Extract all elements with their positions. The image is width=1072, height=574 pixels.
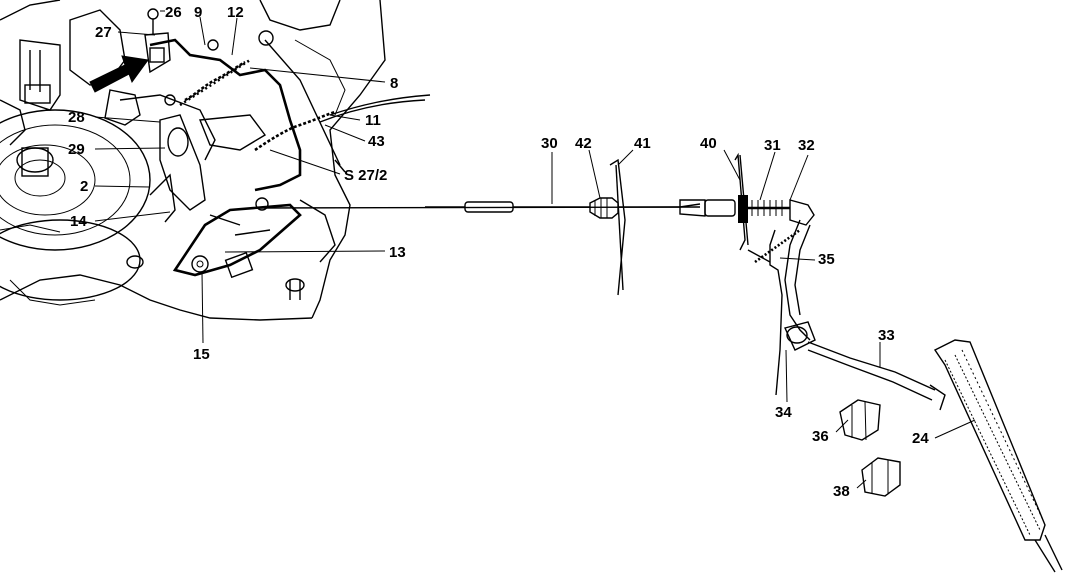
label-34: 34 (775, 404, 792, 421)
accelerator-cable-assembly (425, 152, 815, 296)
direction-arrow (89, 55, 149, 93)
label-29: 29 (68, 141, 85, 158)
label-14: 14 (70, 213, 87, 230)
label-33: 33 (878, 327, 895, 344)
label-26: 26 (165, 4, 182, 21)
label-38: 38 (833, 483, 850, 500)
label-12: 12 (227, 4, 244, 21)
label-15: 15 (193, 346, 210, 363)
label-35: 35 (818, 251, 835, 268)
label-40: 40 (700, 135, 717, 152)
label-32: 32 (798, 137, 815, 154)
label-24: 24 (912, 430, 929, 447)
throttle-linkage (89, 8, 701, 279)
label-31: 31 (764, 137, 781, 154)
engine-assembly (0, 0, 386, 321)
leader-lines (94, 10, 976, 489)
label-42: 42 (575, 135, 592, 152)
label-27: 27 (95, 24, 112, 41)
label-9: 9 (194, 4, 202, 21)
callout-labels: 26 9 12 27 8 28 11 43 29 2 S 27/2 14 13 … (68, 4, 929, 500)
label-43: 43 (368, 133, 385, 150)
label-2: 2 (80, 178, 88, 195)
label-36: 36 (812, 428, 829, 445)
label-28: 28 (68, 109, 85, 126)
label-s27-2: S 27/2 (344, 167, 387, 184)
label-11: 11 (365, 112, 381, 129)
label-30: 30 (541, 135, 558, 152)
label-41: 41 (634, 135, 651, 152)
label-13: 13 (389, 244, 406, 261)
label-8: 8 (390, 75, 398, 92)
pedal-assembly (747, 219, 1063, 573)
